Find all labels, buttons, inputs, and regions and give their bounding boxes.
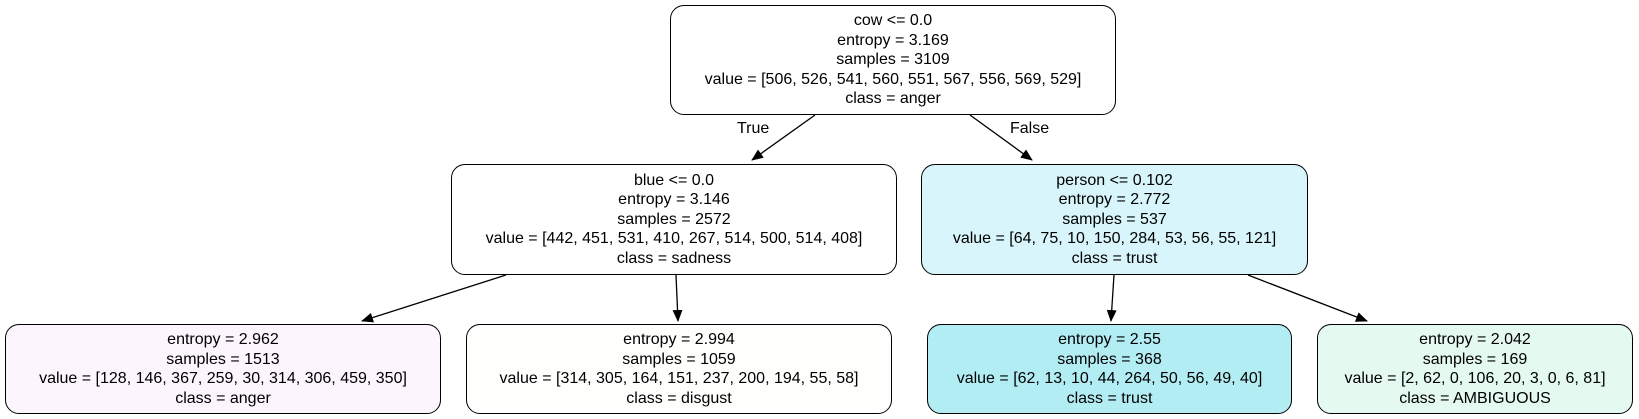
node-line: entropy = 2.042 [1419,331,1531,348]
node-line: value = [2, 62, 0, 106, 20, 3, 0, 6, 81] [1344,370,1606,387]
node-blue-split: blue <= 0.0 entropy = 3.146 samples = 25… [451,164,897,275]
node-line: entropy = 3.146 [618,191,730,209]
node-line: entropy = 2.55 [1058,331,1161,348]
node-line: entropy = 2.772 [1058,191,1171,209]
edge-blue-to-disgust-leaf [672,274,683,322]
node-line: entropy = 2.994 [623,331,735,348]
node-line: samples = 169 [1422,350,1528,368]
node-line: value = [442, 451, 531, 410, 267, 514, 5… [485,230,863,248]
node-line: samples = 3109 [836,51,950,69]
node-leaf-ambiguous: entropy = 2.042 samples = 169 value = [2… [1317,324,1633,414]
node-line: value = [62, 13, 10, 44, 264, 50, 56, 49… [956,370,1263,387]
edge-person-to-trust-leaf [1106,274,1117,322]
node-root-cow-split: cow <= 0.0 entropy = 3.169 samples = 310… [670,5,1116,115]
node-line: value = [64, 75, 10, 150, 284, 53, 56, 5… [952,230,1277,248]
edge-label-false: False [1010,120,1050,137]
node-line: samples = 1513 [166,350,280,368]
node-line: person <= 0.102 [1056,171,1173,189]
node-line: entropy = 3.169 [837,31,949,49]
node-line: blue <= 0.0 [633,171,715,189]
node-leaf-anger: entropy = 2.962 samples = 1513 value = [… [5,324,441,414]
node-line: samples = 537 [1062,210,1167,228]
node-line: class = disgust [626,389,732,407]
node-line: samples = 2572 [617,210,731,228]
node-leaf-disgust: entropy = 2.994 samples = 1059 value = [… [466,324,892,414]
edge-person-to-ambiguous-leaf [1247,274,1368,322]
node-line: samples = 368 [1057,350,1162,368]
node-line: class = trust [1071,249,1158,267]
node-line: class = anger [175,389,271,407]
node-leaf-trust: entropy = 2.55 samples = 368 value = [62… [927,324,1292,414]
node-line: class = anger [845,90,941,108]
node-person-split: person <= 0.102 entropy = 2.772 samples … [921,164,1308,275]
node-line: value = [506, 526, 541, 560, 551, 567, 5… [704,70,1082,88]
node-line: samples = 1059 [622,350,736,368]
node-line: class = trust [1066,389,1153,407]
node-line: value = [314, 305, 164, 151, 237, 200, 1… [499,370,859,387]
edge-label-true: True [737,120,770,137]
node-line: entropy = 2.962 [167,331,279,348]
edge-blue-to-anger-leaf [361,274,507,323]
node-line: class = sadness [616,249,732,267]
node-line: value = [128, 146, 367, 259, 30, 314, 30… [39,370,407,387]
node-line: cow <= 0.0 [853,12,933,30]
edge-root-to-blue [751,114,816,161]
edge-root-to-person [969,114,1033,161]
node-line: class = AMBIGUOUS [1399,389,1551,407]
